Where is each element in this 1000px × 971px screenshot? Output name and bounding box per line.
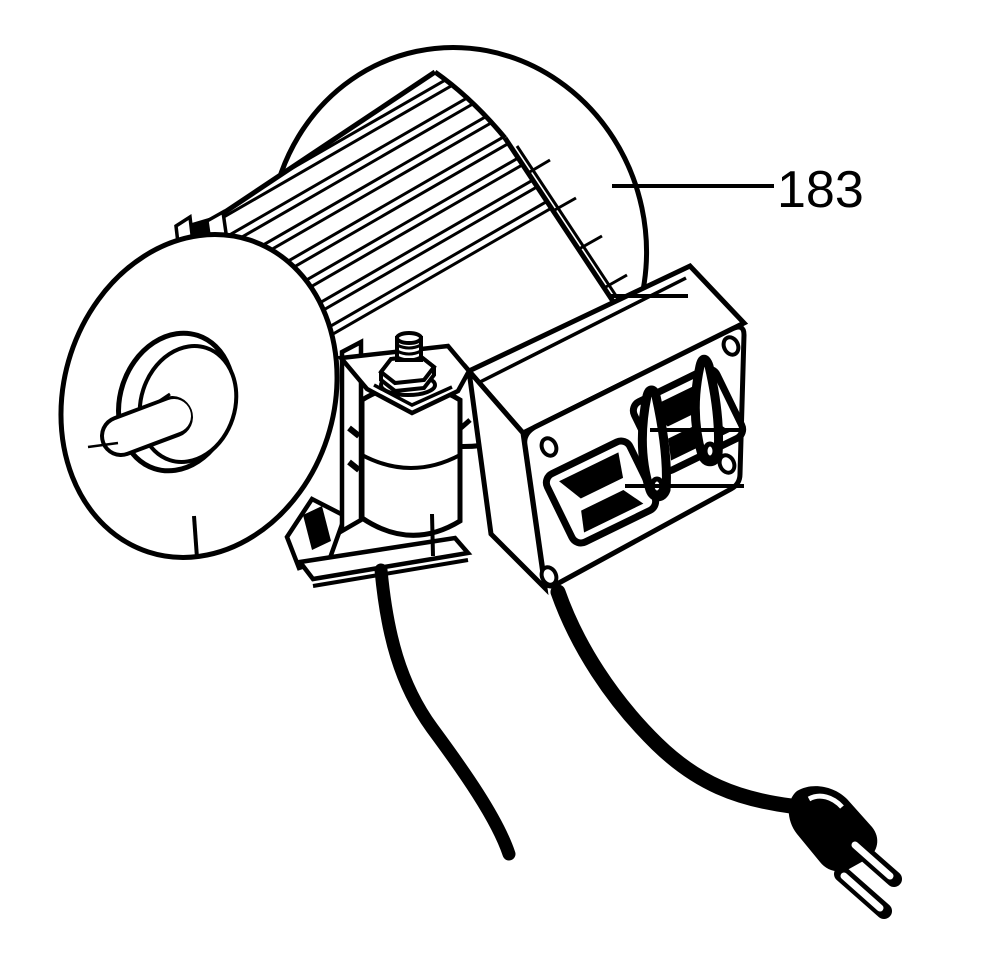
lock-loop-hole bbox=[702, 441, 718, 461]
body-shoulder-edge bbox=[433, 69, 507, 140]
mounting-foot-slot bbox=[303, 506, 331, 550]
capacitor-bracket bbox=[284, 331, 473, 588]
plug-highlight bbox=[807, 793, 844, 809]
front-end-bell bbox=[58, 232, 340, 560]
motor-shaft bbox=[100, 392, 193, 457]
screw-hole bbox=[721, 335, 741, 357]
bracket-base bbox=[295, 535, 473, 582]
plug-prong bbox=[845, 835, 902, 887]
power-cord-left bbox=[374, 563, 516, 861]
shaft-tick-line bbox=[87, 441, 119, 449]
fin-end-steps bbox=[527, 158, 628, 290]
stud-threads bbox=[396, 343, 422, 362]
power-plug bbox=[788, 786, 902, 919]
power-cord-right bbox=[550, 584, 799, 814]
capacitor-stud bbox=[378, 331, 437, 397]
terminal-box bbox=[464, 262, 749, 596]
bracket-base-edge bbox=[312, 558, 469, 588]
plug-prong bbox=[834, 866, 892, 919]
switch-plate-screws bbox=[539, 335, 741, 587]
switch-lock-loop-upper bbox=[690, 354, 724, 467]
screw-hole bbox=[539, 565, 559, 587]
bracket-rivet bbox=[347, 425, 361, 439]
leader-line-capacitor bbox=[430, 513, 435, 557]
shaft-keyway bbox=[157, 392, 171, 404]
stud-hex-nut-top bbox=[378, 353, 437, 386]
capacitor-seam bbox=[361, 453, 461, 470]
callout-label-183: 183 bbox=[777, 161, 864, 219]
screw-hole bbox=[717, 453, 737, 475]
stud-tip bbox=[395, 331, 423, 345]
screw-hole bbox=[539, 436, 559, 458]
bracket-rivet bbox=[347, 459, 361, 473]
capacitor bbox=[359, 382, 463, 538]
terminal-box-side-face bbox=[465, 363, 549, 596]
leader-lines bbox=[192, 184, 774, 559]
leader-line-end-bell bbox=[192, 515, 199, 559]
